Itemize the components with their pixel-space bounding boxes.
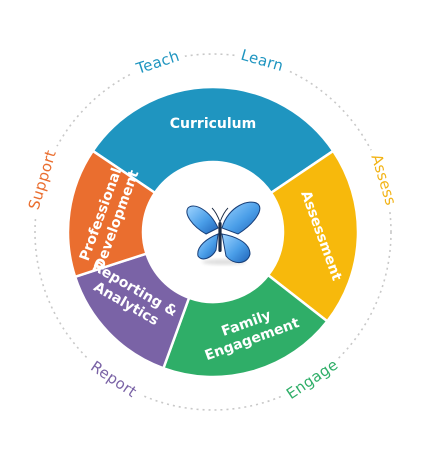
outer-label-text-assess: Assess: [367, 152, 400, 208]
segment-professional-development: [66, 149, 157, 279]
butterfly-icon: [186, 201, 261, 265]
outer-label-engage: Engage: [280, 353, 345, 406]
outer-label-text-support: Support: [25, 148, 60, 212]
outer-label-support: Support: [22, 142, 64, 218]
outer-label-teach: Teach: [128, 44, 188, 81]
outer-label-learn: Learn: [232, 43, 292, 79]
center-circle: [143, 162, 283, 302]
outer-label-report: Report: [81, 353, 146, 406]
segment-label-curriculum: Curriculum: [170, 116, 256, 132]
outer-dashed-ring: [34, 53, 392, 411]
segments-group: [66, 85, 360, 379]
outer-label-text-engage: Engage: [283, 355, 341, 402]
outer-label-assess: Assess: [364, 146, 403, 214]
